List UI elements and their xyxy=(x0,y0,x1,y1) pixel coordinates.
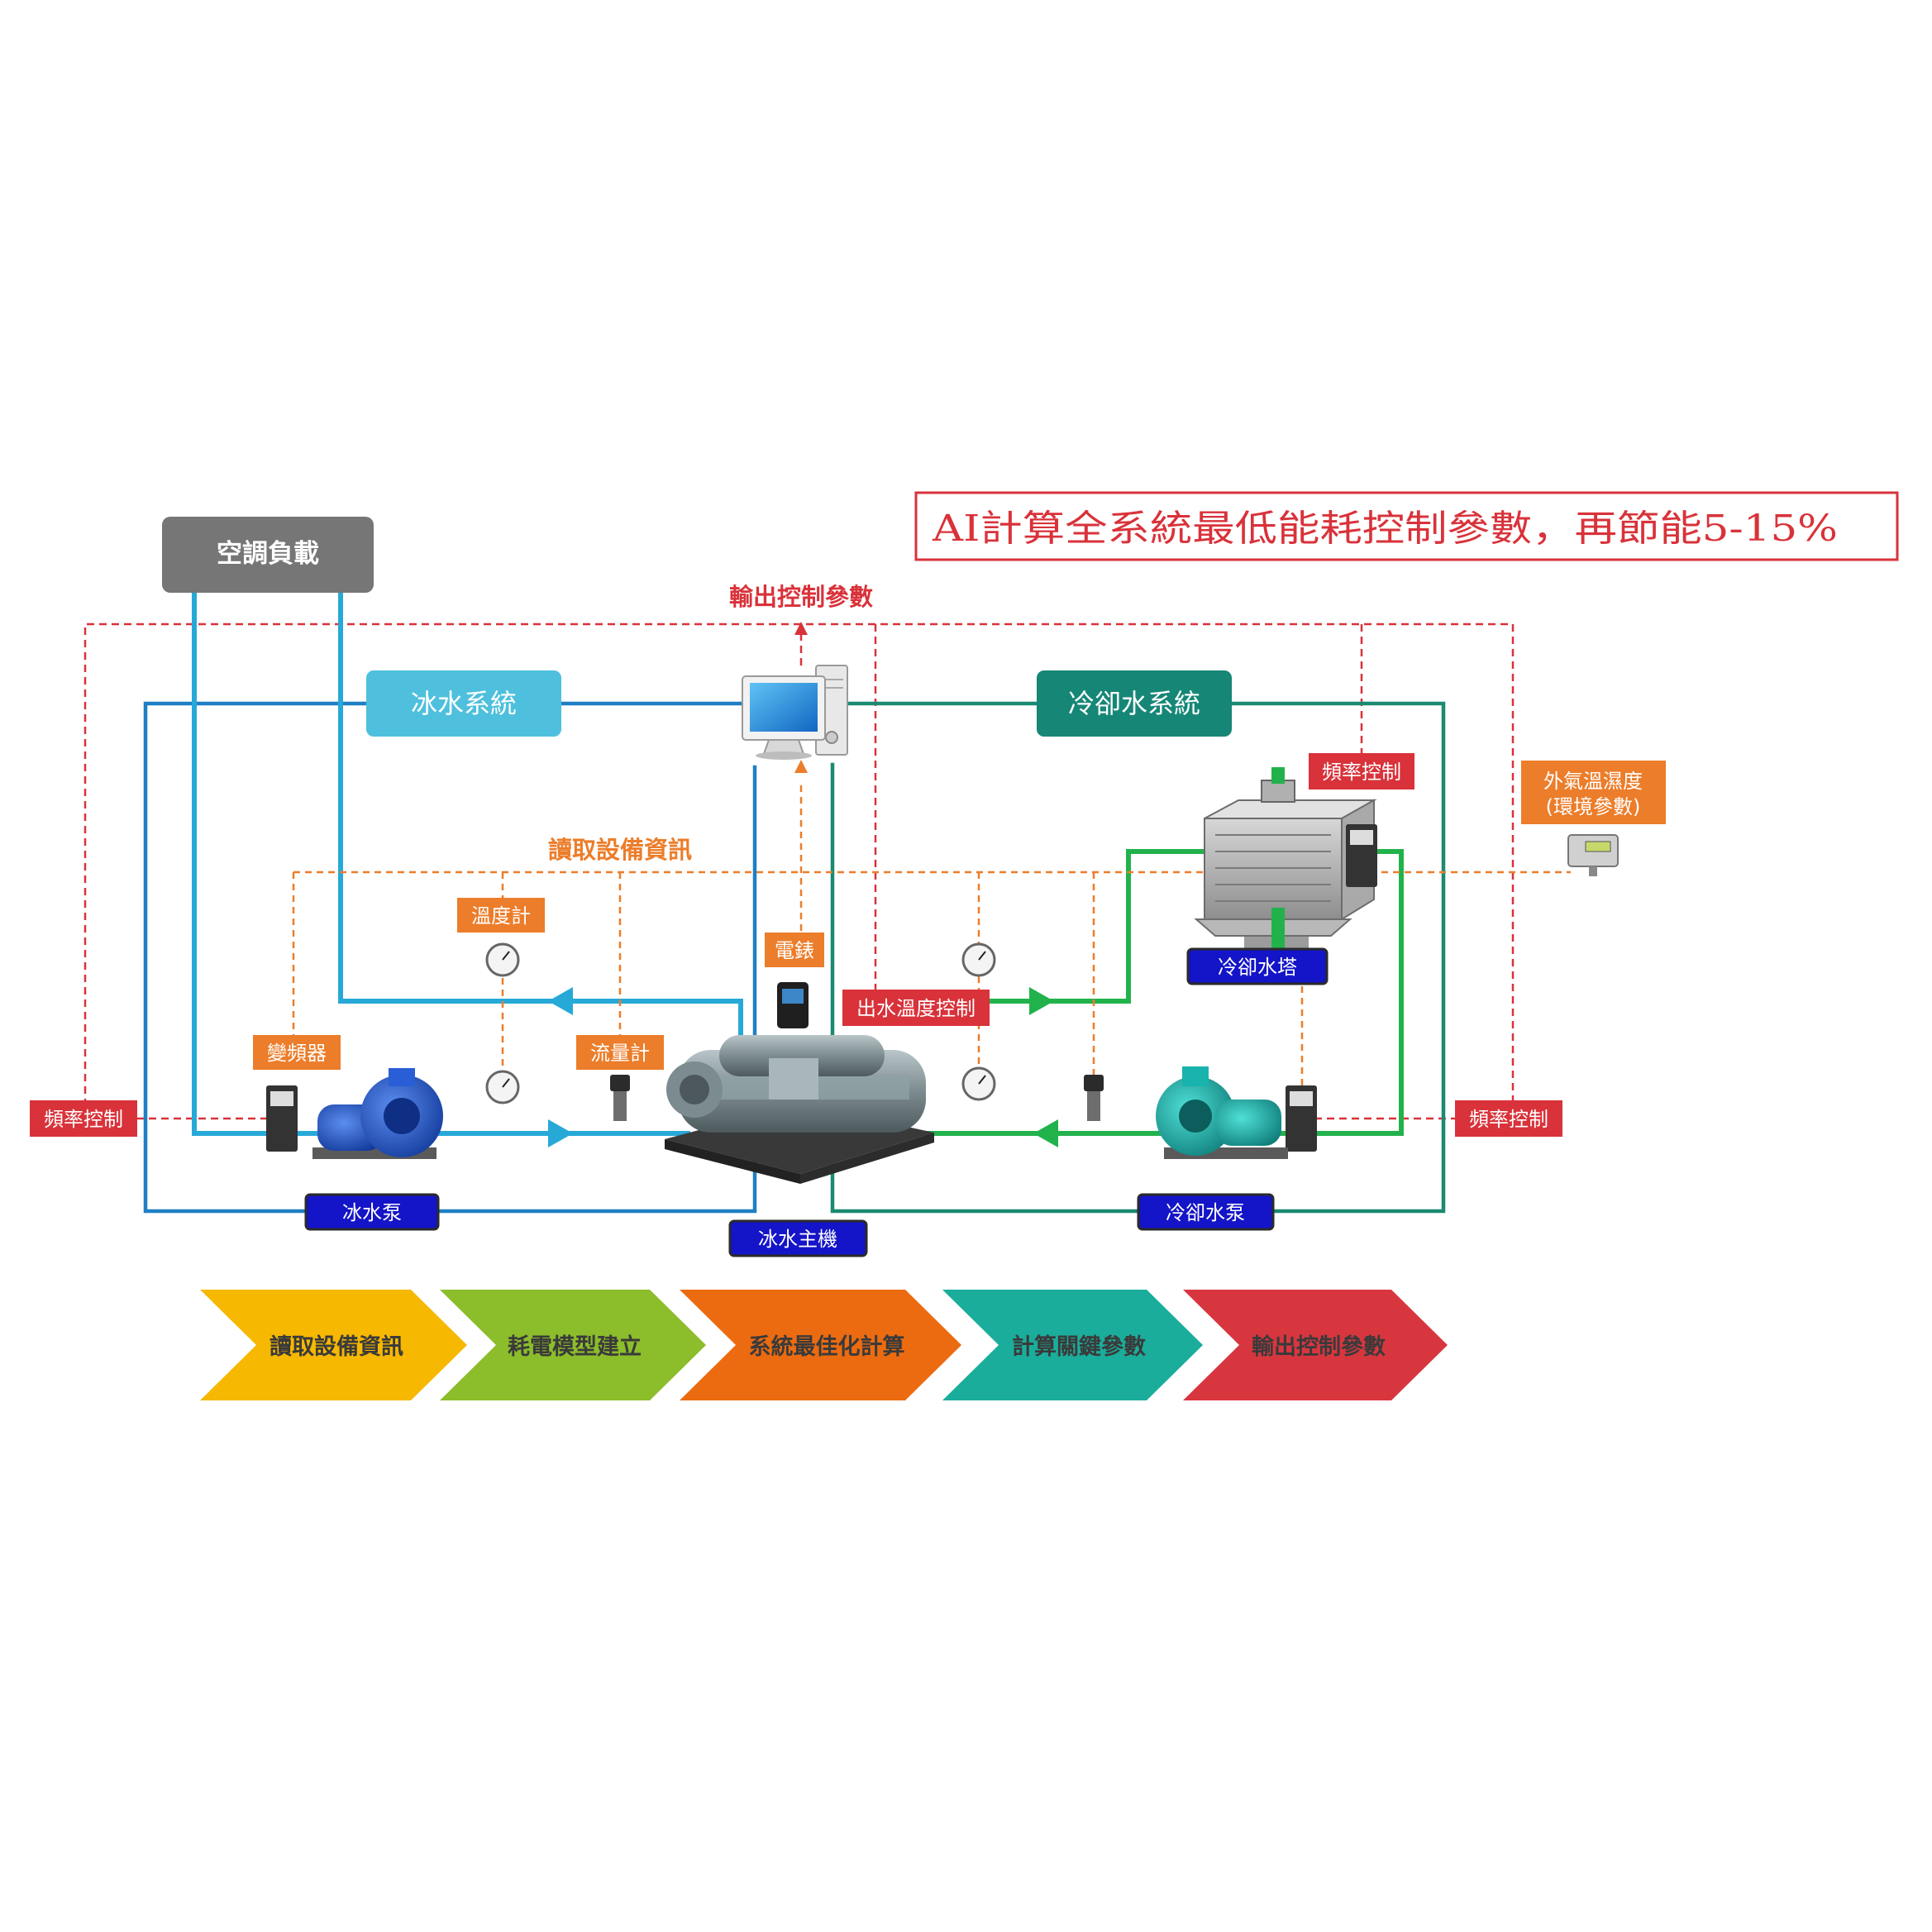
ac-load-label: 空調負載 xyxy=(217,539,319,569)
outdoor-box xyxy=(1521,761,1666,824)
freq-control-left-label: 頻率控制 xyxy=(44,1108,123,1131)
title-text: AI計算全系統最低能耗控制參數，再節能5-15% xyxy=(932,508,1838,550)
process-step-5-label: 輸出控制參數 xyxy=(1252,1333,1386,1360)
cooling-system-box xyxy=(1037,670,1232,737)
control-lines xyxy=(83,622,1515,1120)
ac-load-return xyxy=(338,589,743,1040)
process-step-3-label: 系統最佳化計算 xyxy=(749,1333,905,1360)
title-box xyxy=(914,491,1899,561)
power-meter-icon xyxy=(777,982,809,1028)
temperature-gauge-icon-1 xyxy=(485,942,520,977)
outdoor-sensor-icon xyxy=(1567,834,1619,876)
process-step-1-label: 讀取設備資訊 xyxy=(270,1333,403,1360)
freq-control-right-label: 頻率控制 xyxy=(1469,1108,1548,1131)
process-step-2 xyxy=(440,1290,706,1400)
outlet-temp-control-label: 出水溫度控制 xyxy=(856,997,976,1020)
chilled-pump-label-box xyxy=(304,1193,440,1231)
outdoor-label-line1: 外氣溫濕度 xyxy=(1543,770,1643,793)
temperature-gauge-icon-2 xyxy=(485,1070,520,1104)
process-step-3 xyxy=(680,1290,961,1400)
temperature-gauge-icon-3 xyxy=(961,942,996,977)
power-meter-box xyxy=(765,933,824,967)
cooling-pump-label: 冷卻水泵 xyxy=(1166,1201,1245,1224)
arrow-cooling-to-chiller xyxy=(1033,1119,1058,1147)
arrow-cooling-to-tower xyxy=(1029,987,1054,1015)
process-step-4 xyxy=(942,1290,1203,1400)
arrow-chilled-supply xyxy=(548,1119,573,1147)
arrow-up-read xyxy=(794,760,808,773)
process-step-4-label: 計算關鍵參數 xyxy=(1012,1333,1146,1360)
cooling-tower-label: 冷卻水塔 xyxy=(1218,956,1297,979)
vfd-box xyxy=(253,1035,341,1070)
chilled-water-pump-icon xyxy=(312,1068,443,1159)
freq-control-right-box xyxy=(1455,1100,1562,1137)
process-flow: 讀取設備資訊 耗電模型建立 系統最佳化計算 計算關鍵參數 輸出控制參數 xyxy=(200,1290,1448,1400)
read-info-label: 讀取設備資訊 xyxy=(548,836,692,864)
flow-sensor-icon-2 xyxy=(1084,1075,1104,1121)
flow-meter-label: 流量計 xyxy=(590,1042,650,1065)
chilled-pump-vfd-icon xyxy=(266,1085,298,1152)
cooling-pump-label-box xyxy=(1137,1193,1275,1231)
vfd-label: 變頻器 xyxy=(267,1042,327,1065)
arrow-up-output xyxy=(794,622,808,635)
chiller-icon xyxy=(665,1035,934,1184)
output-params-label: 輸出控制參數 xyxy=(729,583,873,611)
thermometer-box xyxy=(457,898,545,933)
freq-control-left-box xyxy=(30,1100,137,1137)
computer-icon xyxy=(742,665,848,760)
cooling-pump-vfd-icon xyxy=(1286,1085,1317,1152)
control-line-left xyxy=(83,623,1515,1119)
process-step-2-label: 耗電模型建立 xyxy=(508,1333,642,1360)
process-step-5 xyxy=(1183,1290,1448,1400)
cooling-tower-label-box xyxy=(1186,947,1329,985)
flow-sensor-icon-1 xyxy=(610,1075,630,1121)
cooling-system-label: 冷卻水系統 xyxy=(1068,688,1200,719)
chilled-pump-label: 冰水泵 xyxy=(342,1201,402,1224)
temperature-gauge-icon-4 xyxy=(961,1066,996,1101)
chilled-system-box xyxy=(366,670,561,737)
cooling-water-pump-icon xyxy=(1156,1066,1288,1159)
tower-vfd-icon xyxy=(1346,824,1377,887)
freq-control-top-label: 頻率控制 xyxy=(1322,761,1401,784)
power-meter-label: 電錶 xyxy=(775,939,814,962)
chiller-label: 冰水主機 xyxy=(758,1228,837,1251)
freq-control-top-box xyxy=(1309,753,1414,789)
outlet-temp-control-box xyxy=(842,990,990,1026)
thermometer-label: 溫度計 xyxy=(471,904,531,928)
arrow-chilled-return xyxy=(548,987,573,1015)
ac-load-box xyxy=(162,517,374,593)
chilled-system-label: 冰水系統 xyxy=(411,688,517,719)
outdoor-label-line2: (環境參數) xyxy=(1546,795,1641,818)
ac-load-supply xyxy=(192,589,690,1136)
cooling-tower-return xyxy=(932,849,1218,1004)
chiller-label-box xyxy=(728,1219,868,1257)
process-step-1 xyxy=(200,1290,467,1400)
flow-meter-box xyxy=(576,1035,664,1070)
